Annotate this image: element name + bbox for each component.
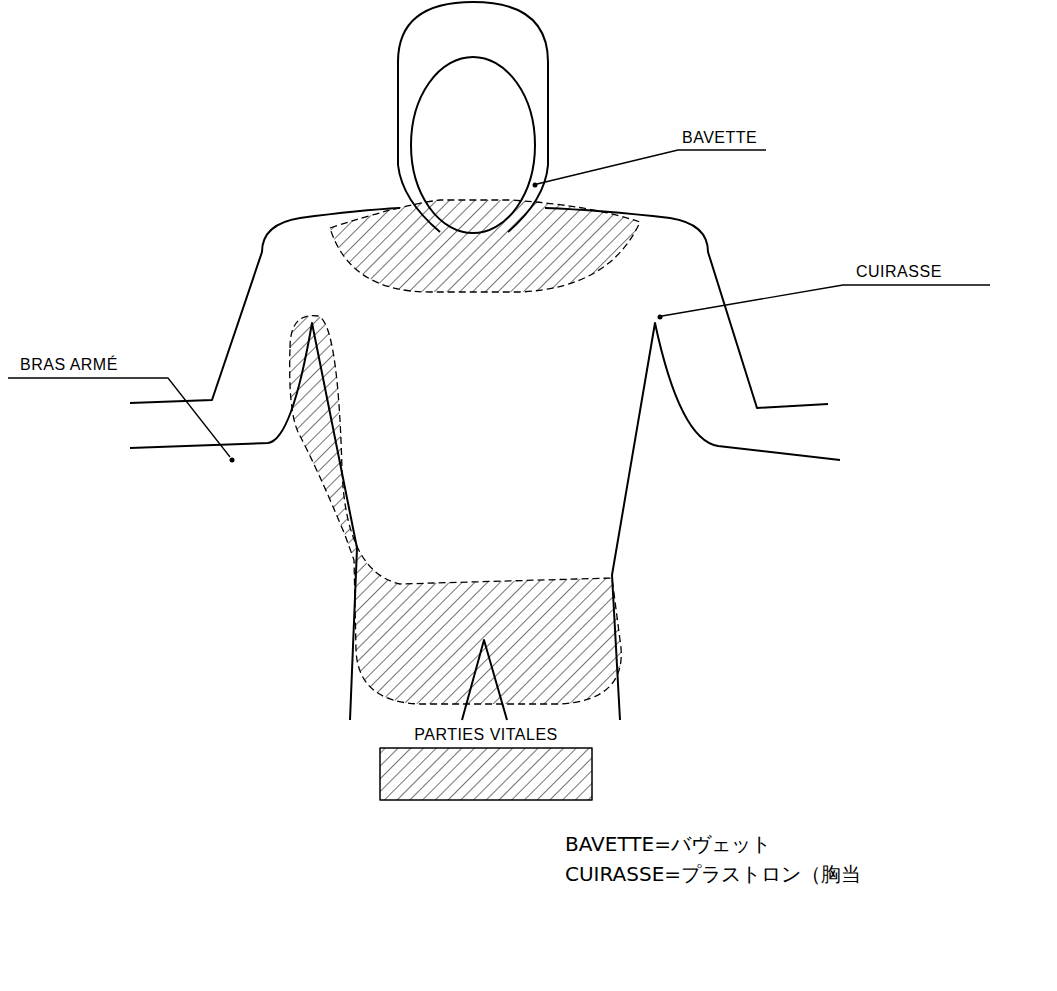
bib-outline [398,165,548,232]
translation-note: BAVETTE=バヴェット [565,832,771,856]
crotch [462,640,507,720]
jacket-left [130,208,400,720]
jacket-right [545,208,840,720]
part-label: BAVETTE [682,128,757,147]
translation-note: CUIRASSE=プラストロン（胸当 [565,862,861,886]
legend-sample [380,748,592,800]
leader-cuirasse [662,285,990,316]
vital-zone-torso [290,316,622,704]
vital-zone-neck [330,200,640,292]
legend-label: PARTIES VITALES [414,725,558,744]
mask-face [411,57,535,233]
part-label: CUIRASSE [856,262,942,281]
leader-bras-arme [8,378,230,457]
part-label: BRAS ARMÉ [20,355,118,374]
leader-bavette [537,150,766,184]
mask-outline [398,2,548,165]
